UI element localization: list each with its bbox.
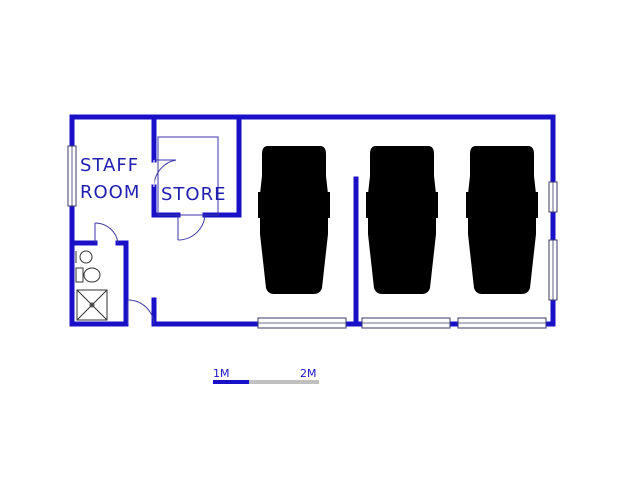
- shower-icon: [76, 289, 108, 321]
- scale-label-1m: 1M: [213, 367, 230, 380]
- window-staff-room: [67, 145, 77, 207]
- staff-room-label-line1: STAFF: [80, 155, 139, 176]
- toilet-icon: [75, 267, 101, 283]
- staff-room-door: [153, 159, 177, 188]
- basin-icon: [75, 250, 93, 264]
- store-label: STORE: [161, 184, 226, 205]
- wc-door: [94, 222, 119, 244]
- garage-door-3: [457, 317, 547, 329]
- garage-door-2: [361, 317, 451, 329]
- doors: [94, 159, 206, 325]
- scale-bar-grey-segment: [249, 380, 319, 384]
- window-right-lower: [548, 239, 558, 301]
- windows: [67, 145, 558, 329]
- thin-lines: [157, 136, 219, 216]
- garage-door-1: [257, 317, 347, 329]
- staff-room-label-line2: ROOM: [80, 182, 140, 203]
- store-door: [177, 214, 206, 241]
- scale-label-2m: 2M: [300, 367, 317, 380]
- wc-fixtures: [75, 250, 108, 321]
- scale-bar-dark-segment: [213, 380, 249, 384]
- scale-bar: 1M 2M: [213, 367, 319, 384]
- car-icon-3: [466, 146, 538, 294]
- external-door: [127, 299, 155, 325]
- store-shelf-outline: [157, 136, 219, 216]
- car-icon-1: [258, 146, 330, 294]
- window-right-upper: [548, 181, 558, 213]
- car-icon-2: [366, 146, 438, 294]
